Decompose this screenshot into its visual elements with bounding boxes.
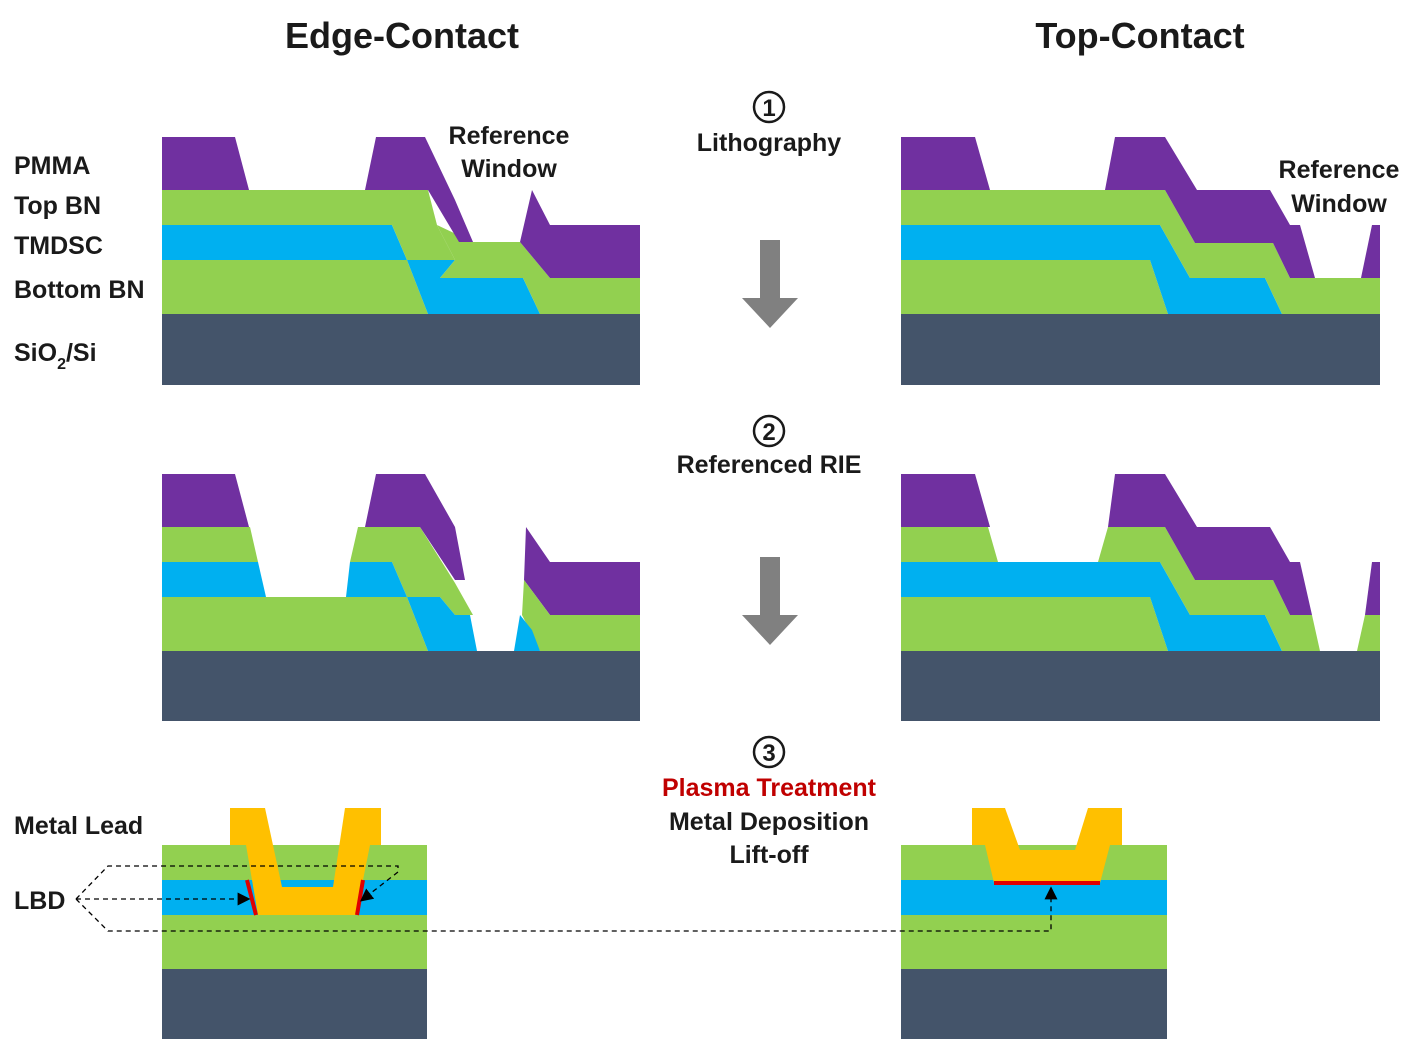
stack-top-rie [901, 474, 1380, 721]
bottom-bn-layer [901, 915, 1167, 969]
pmma-block [162, 137, 249, 190]
pmma-block [901, 137, 990, 190]
label-top-bn: Top BN [14, 192, 101, 220]
reference-window-label-line1: Reference [1279, 156, 1400, 184]
top-bn-layer [162, 527, 258, 562]
step-2-circle [752, 414, 786, 448]
step-1-label: Lithography [697, 129, 842, 157]
step-1-circle [752, 90, 786, 124]
step-2-number: 2 [762, 419, 775, 446]
substrate-layer [162, 651, 640, 721]
title-edge-contact: Edge-Contact [285, 15, 519, 56]
tmdsc-layer [901, 562, 1282, 651]
label-tmdsc: TMDSC [14, 232, 103, 260]
bottom-bn-layer [901, 260, 1168, 314]
pmma-block [901, 474, 990, 527]
bottom-bn-layer [522, 580, 640, 651]
pmma-block [162, 474, 249, 527]
substrate-layer [901, 969, 1167, 1039]
tmdsc-layer [346, 562, 477, 651]
bottom-bn-step [437, 225, 640, 314]
lbd-edge-line [245, 879, 258, 916]
step-3-line-1: Metal Deposition [669, 808, 869, 836]
label-pmma: PMMA [14, 152, 90, 180]
tmdsc-layer [901, 225, 1282, 314]
metal-lead [230, 808, 381, 915]
pmma-block [520, 190, 640, 278]
substrate-layer [162, 314, 640, 385]
pmma-block [365, 474, 465, 580]
step-2-label: Referenced RIE [677, 451, 862, 479]
stack-edge-rie [162, 474, 640, 721]
step-3-number: 3 [762, 740, 775, 767]
pmma-block [524, 527, 640, 615]
step-3-circle [752, 735, 786, 769]
substrate-main: SiO [14, 339, 57, 367]
top-bn-layer [901, 527, 1320, 651]
step-3: 3 Plasma Treatment Metal Deposition Lift… [662, 735, 877, 869]
step-1-number: 1 [762, 95, 775, 122]
tmdsc-layer [162, 225, 407, 260]
pmma-block [365, 137, 473, 242]
stack-top-lithography [901, 137, 1380, 385]
substrate-layer [162, 969, 427, 1039]
label-substrate: SiO2/Si [14, 339, 97, 373]
label-metal-lead: Metal Lead [14, 812, 143, 840]
bottom-bn-layer [1357, 615, 1380, 651]
top-bn-layer [162, 845, 427, 880]
pmma-block [1361, 225, 1380, 278]
top-bn-layer [350, 527, 473, 615]
bottom-bn-layer [162, 597, 428, 651]
top-bn-layer [162, 190, 437, 225]
tmdsc-layer [514, 615, 540, 651]
down-arrow-icon [742, 240, 798, 328]
step-3-highlight: Plasma Treatment [662, 774, 877, 802]
bottom-bn-layer [162, 260, 428, 314]
stack-top-final [901, 808, 1167, 1039]
top-bn-step [392, 225, 455, 260]
step-1: 1 Lithography [697, 90, 842, 157]
substrate-subscript: 2 [57, 356, 66, 373]
lbd-connectors [75, 865, 1058, 932]
reference-window-label-line2: Window [1291, 190, 1387, 218]
down-arrow-icon [742, 557, 798, 645]
label-lbd: LBD [14, 887, 65, 915]
reference-window-label-line2: Window [461, 155, 557, 183]
reference-window-label-line1: Reference [449, 122, 570, 150]
step-3-line-2: Lift-off [729, 841, 809, 869]
pmma-block [1365, 562, 1380, 615]
substrate-layer [901, 314, 1380, 385]
pmma-block [1105, 137, 1315, 278]
bottom-bn-layer [901, 597, 1168, 651]
lbd-connector-top-contact [75, 886, 1058, 932]
step-2: 2 Referenced RIE [677, 414, 862, 479]
title-top-contact: Top-Contact [1035, 15, 1244, 56]
tmdsc-layer [901, 880, 1167, 915]
substrate-tail: /Si [66, 339, 97, 367]
stack-edge-final [162, 808, 427, 1039]
stack-edge-lithography [162, 137, 640, 385]
bottom-bn-layer [162, 915, 427, 969]
metal-lead [972, 808, 1122, 883]
pmma-block [1108, 474, 1312, 615]
substrate-layer [901, 651, 1380, 721]
top-bn-layer [901, 190, 1380, 314]
tmdsc-step [407, 260, 540, 314]
label-bottom-bn: Bottom BN [14, 276, 145, 304]
tmdsc-layer [162, 562, 266, 597]
lbd-connector-right-edge [75, 865, 399, 902]
